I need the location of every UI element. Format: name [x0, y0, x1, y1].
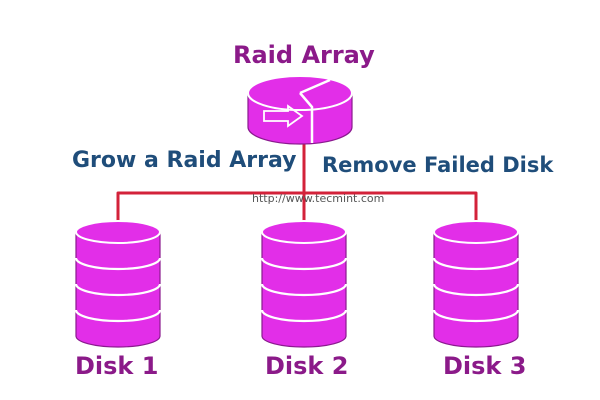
disk-2-label: Disk 2 [265, 352, 349, 380]
raid-array-slice-top [299, 78, 331, 95]
grow-raid-array-label: Grow a Raid Array [72, 148, 297, 173]
disk-platter-line [260, 257, 348, 271]
disk-body [433, 231, 519, 348]
disk-top [433, 220, 519, 244]
disk-platter-line [74, 283, 162, 297]
right-arrow-icon [263, 104, 304, 128]
disk-2-icon [260, 220, 348, 348]
disk-body [261, 231, 347, 348]
raid-array-title: Raid Array [233, 41, 375, 69]
disk-platter-line [260, 309, 348, 323]
disk-platter-line [74, 257, 162, 271]
disk-1-label: Disk 1 [75, 352, 159, 380]
disk-platter-line [432, 283, 520, 297]
disk-platter-line [260, 283, 348, 297]
disk-1-icon [74, 220, 162, 348]
disk-3-icon [432, 220, 520, 348]
connector-horizontal [116, 191, 478, 238]
disk-3-label: Disk 3 [443, 352, 527, 380]
disk-platter-line [432, 309, 520, 323]
remove-failed-disk-label: Remove Failed Disk [322, 153, 554, 177]
raid-array-icon [247, 75, 353, 145]
raid-array-slice-side [299, 92, 314, 143]
disk-platter-line [74, 309, 162, 323]
disk-body [75, 231, 161, 348]
disk-top [261, 220, 347, 244]
disk-top [75, 220, 161, 244]
disk-platter-line [432, 257, 520, 271]
watermark-url: http://www.tecmint.com [252, 192, 385, 205]
